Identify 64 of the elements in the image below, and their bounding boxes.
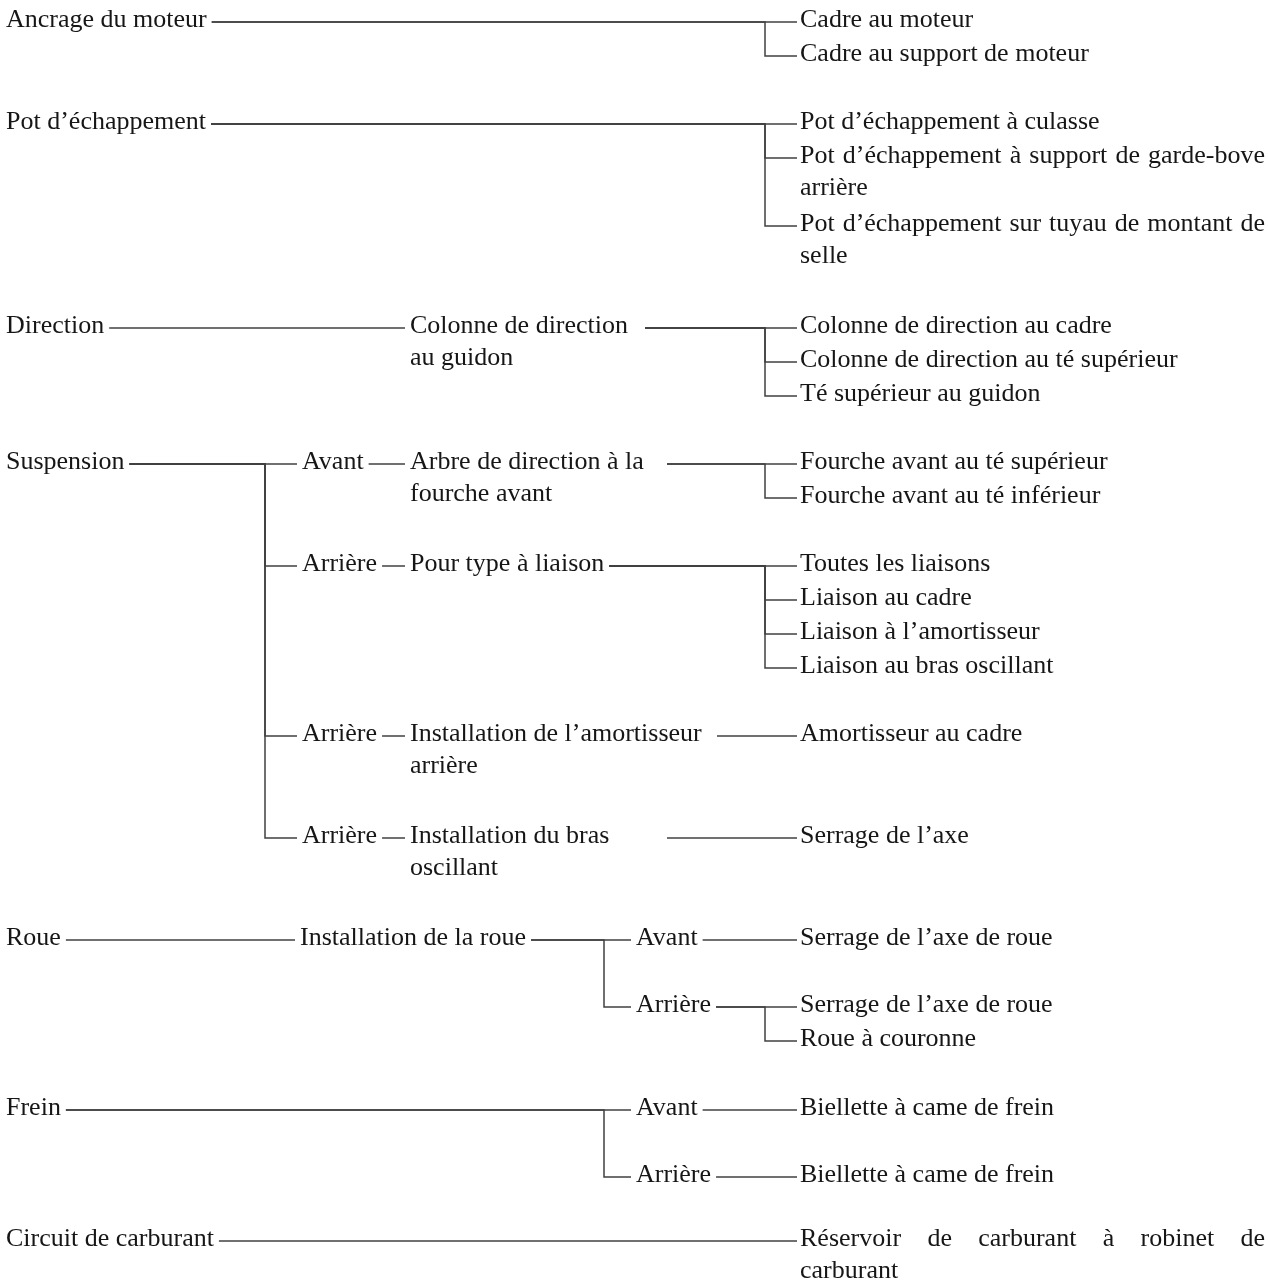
- fastening-point-label: Pot d’échappement sur tuyau de montant de selle: [797, 207, 1265, 271]
- fastening-point-label: Fourche avant au té inférieur: [797, 479, 1101, 511]
- position-label: Avant: [297, 445, 369, 477]
- connector-line: [381, 565, 406, 567]
- connector-line: [666, 837, 798, 839]
- connector-line: [608, 565, 798, 669]
- fastening-point-label: Biellette à came de frein: [797, 1091, 1055, 1123]
- position-label: Arrière: [297, 547, 383, 579]
- part-label: Installation de l’amortisseur arrière: [405, 717, 717, 781]
- connector-line: [715, 1176, 798, 1178]
- fastening-point-label: Colonne de direction au té supérieur: [797, 343, 1178, 375]
- fastening-point-label: Fourche avant au té supérieur: [797, 445, 1108, 477]
- connector-line: [65, 939, 296, 941]
- connector-line: [381, 735, 406, 737]
- connector-line: [65, 1109, 632, 1178]
- connector-line: [701, 1109, 798, 1111]
- connector-line: [701, 939, 798, 941]
- fastening-point-label: Liaison au cadre: [797, 581, 972, 613]
- fastening-point-label: Serrage de l’axe de roue: [797, 921, 1053, 953]
- position-label: Avant: [631, 1091, 703, 1123]
- category-label: Pot d’échappement: [1, 105, 211, 137]
- position-label: Arrière: [297, 819, 383, 851]
- fastening-point-label: Té supérieur au guidon: [797, 377, 1041, 409]
- category-label: Ancrage du moteur: [1, 3, 212, 35]
- category-label: Suspension: [1, 445, 130, 477]
- fastening-point-label: Cadre au support de moteur: [797, 37, 1089, 69]
- fastening-point-label: Pot d’échappement à culasse: [797, 105, 1100, 137]
- category-label: Roue: [1, 921, 66, 953]
- fastening-point-label: Liaison au bras oscillant: [797, 649, 1054, 681]
- connector-line: [218, 1240, 798, 1242]
- part-label: Installation de la roue: [295, 921, 531, 953]
- fastening-point-label: Amortisseur au cadre: [797, 717, 1023, 749]
- fastening-point-label: Biellette à came de frein: [797, 1158, 1055, 1190]
- connector-line: [715, 1006, 798, 1042]
- position-label: Arrière: [631, 1158, 717, 1190]
- fastening-point-label: Toutes les liaisons: [797, 547, 991, 579]
- fastening-point-label: Serrage de l’axe: [797, 819, 969, 851]
- connector-line: [108, 327, 406, 329]
- fastening-point-label: Serrage de l’axe de roue: [797, 988, 1053, 1020]
- connector-line: [644, 327, 798, 397]
- part-label: Pour type à liaison: [405, 547, 610, 579]
- connector-line: [128, 463, 298, 839]
- fastening-point-label: Cadre au moteur: [797, 3, 974, 35]
- fastening-point-label: Pot d’échappement à support de garde-bove arrière: [797, 139, 1265, 203]
- fastening-point-label: Liaison à l’amortisseur: [797, 615, 1040, 647]
- connector-line: [666, 463, 798, 499]
- category-label: Frein: [1, 1091, 66, 1123]
- fastening-point-label: Réservoir de carburant à robinet de carburant: [797, 1222, 1265, 1286]
- fastening-point-label: Roue à couronne: [797, 1022, 977, 1054]
- position-label: Arrière: [297, 717, 383, 749]
- connector-line: [716, 735, 798, 737]
- part-label: Installation du bras oscillant: [405, 819, 667, 883]
- position-label: Avant: [631, 921, 703, 953]
- connector-line: [381, 837, 406, 839]
- connector-line: [210, 21, 798, 57]
- category-label: Circuit de carburant: [1, 1222, 219, 1254]
- connector-line: [367, 463, 406, 465]
- connector-line: [530, 939, 632, 1008]
- fastening-point-label: Colonne de direction au cadre: [797, 309, 1112, 341]
- part-label: Arbre de direction à la fourche avant: [405, 445, 667, 509]
- part-label: Colonne de direction au guidon: [405, 309, 645, 373]
- connector-line: [210, 123, 798, 227]
- position-label: Arrière: [631, 988, 717, 1020]
- category-label: Direction: [1, 309, 110, 341]
